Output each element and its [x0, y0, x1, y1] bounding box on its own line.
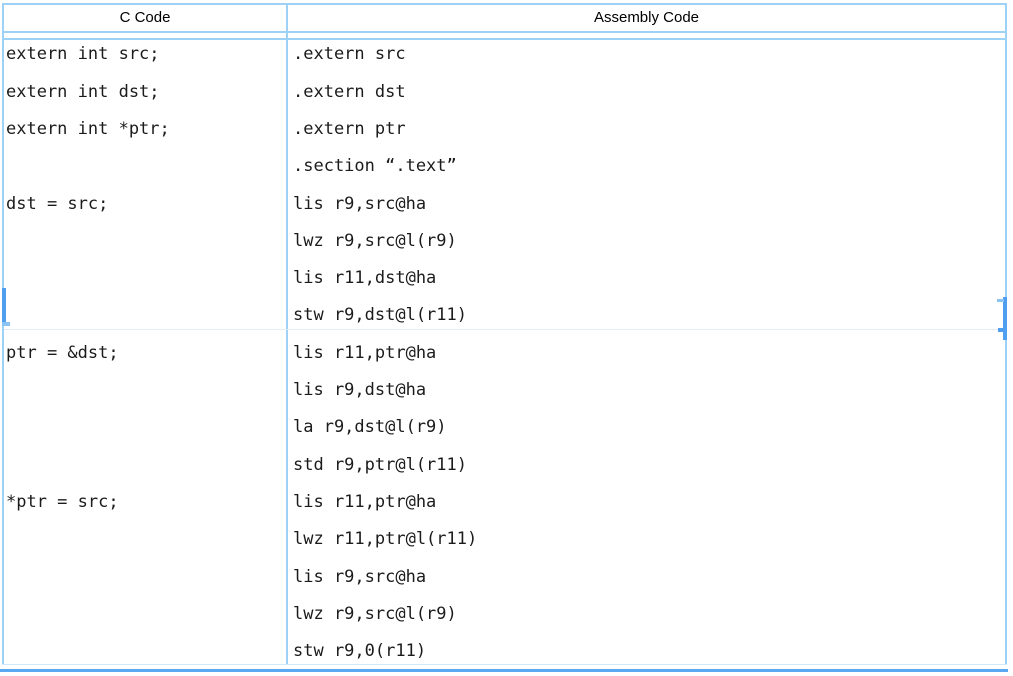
row-resize-tick-left[interactable]	[2, 322, 10, 326]
c-code-line	[6, 596, 170, 633]
c-code-line	[6, 447, 170, 484]
table-left-border	[2, 3, 4, 665]
c-code-column: extern int src; extern int dst; extern i…	[6, 36, 170, 670]
c-code-line	[6, 148, 170, 185]
c-code-line: extern int *ptr;	[6, 118, 170, 139]
assembly-code-line: .extern dst	[293, 81, 406, 102]
c-code-line	[6, 223, 170, 260]
assembly-code-line: std r9,ptr@l(r11)	[293, 454, 467, 475]
c-code-line	[6, 633, 170, 670]
row-resize-tick-right-bottom[interactable]	[998, 328, 1004, 332]
assembly-code-line: lis r9,src@ha	[293, 193, 427, 214]
c-code-line: *ptr = src;	[6, 491, 119, 512]
table-top-border	[2, 3, 1007, 5]
assembly-code-line: lis r11,ptr@ha	[293, 491, 437, 512]
column-divider	[286, 3, 288, 665]
assembly-code-column: .extern src .extern dst .extern ptr .sec…	[293, 36, 477, 670]
column-header-assembly-code: Assembly Code	[593, 9, 700, 26]
assembly-code-line: .extern ptr	[293, 118, 406, 139]
c-code-line: dst = src;	[6, 193, 109, 214]
assembly-code-line: .extern src	[293, 44, 406, 65]
assembly-code-line: lwz r9,src@l(r9)	[293, 230, 457, 251]
row-resize-handle-left[interactable]	[2, 288, 6, 324]
c-code-line: ptr = &dst;	[6, 342, 119, 363]
column-header-c-code: C Code	[119, 9, 171, 26]
table-bottom-inner-border	[2, 664, 1007, 665]
assembly-code-line: stw r9,dst@l(r11)	[293, 305, 467, 326]
c-code-line	[6, 297, 170, 334]
row-separator-line[interactable]	[4, 329, 1005, 330]
assembly-code-line: lwz r9,src@l(r9)	[293, 603, 457, 624]
assembly-code-line: lis r9,dst@ha	[293, 380, 427, 401]
c-code-line: extern int dst;	[6, 81, 160, 102]
c-code-line	[6, 521, 170, 558]
header-rule-bottom	[2, 38, 1007, 40]
assembly-code-line: lis r11,dst@ha	[293, 268, 437, 289]
c-code-line	[6, 260, 170, 297]
c-code-line: extern int src;	[6, 44, 160, 65]
assembly-code-line: lis r9,src@ha	[293, 566, 427, 587]
header-rule-top	[2, 31, 1007, 33]
row-resize-tick-right-top[interactable]	[997, 299, 1004, 302]
c-code-line	[6, 559, 170, 596]
assembly-code-line: lwz r11,ptr@l(r11)	[293, 529, 478, 550]
assembly-code-line: lis r11,ptr@ha	[293, 342, 437, 363]
table-bottom-border	[0, 669, 1008, 672]
assembly-code-line: stw r9,0(r11)	[293, 641, 427, 662]
assembly-code-line: la r9,dst@l(r9)	[293, 417, 447, 438]
c-code-line	[6, 409, 170, 446]
c-code-line	[6, 372, 170, 409]
assembly-code-line: .section “.text”	[293, 156, 457, 177]
row-resize-handle-right[interactable]	[1003, 297, 1007, 340]
